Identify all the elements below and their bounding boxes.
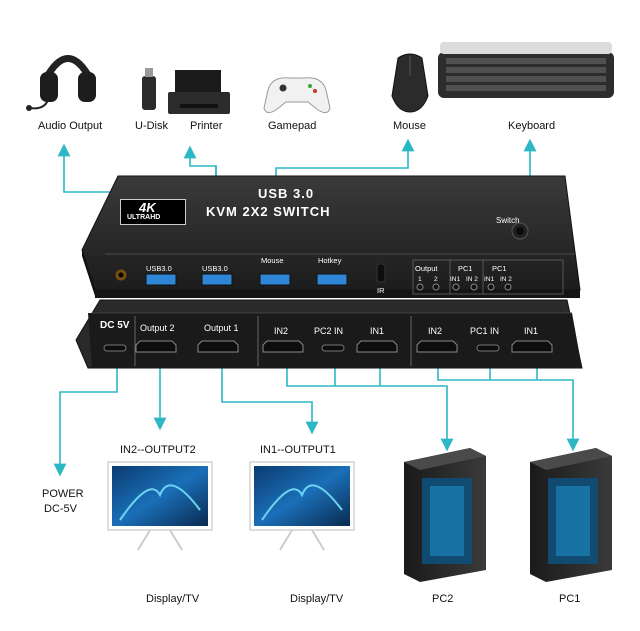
rear-in1-a-label: IN1 [370,326,385,336]
label-display2: Display/TV [290,593,344,605]
rear-pc2-in-label: PC2 IN [314,326,344,336]
pc1-b-in1-label: IN1 [484,276,495,283]
mouse-icon [391,53,429,113]
label-gamepad: Gamepad [268,120,317,132]
label-display1: Display/TV [146,593,200,605]
port-mouse-label: Mouse [261,256,284,265]
pc2-tower-icon [404,448,486,582]
label-pc1: PC1 [559,593,581,605]
printer-icon [168,70,230,114]
output-group-label: Output [415,264,438,273]
label-udisk: U-Disk [135,120,168,132]
rear-output2-label: Output 2 [140,323,175,333]
port-usb3-1-label: USB3.0 [146,264,172,273]
port-usb3-2-label: USB3.0 [202,264,228,273]
label-in1-output1: IN1--OUTPUT1 [260,444,336,456]
badge-4k: 4K ULTRAHD [120,199,186,225]
switch-title-line1: USB 3.0 [258,186,315,201]
rear-in2-a-label: IN2 [274,326,289,336]
switch-button-label: Switch [496,216,520,225]
rear-in1-b-label: IN1 [524,326,539,336]
monitor-1-icon [107,461,213,551]
label-audio-output: Audio Output [38,120,103,132]
pc1-a-in1-label: IN1 [450,276,461,283]
pc1-a-in2-label: IN 2 [466,276,478,283]
label-mouse: Mouse [393,120,427,132]
label-dc5v: DC-5V [44,503,78,515]
port-hotkey-label: Hotkey [318,256,342,265]
rear-pc1-in-label: PC1 IN [470,326,500,336]
udisk-icon [142,68,156,110]
rear-ports [103,316,553,366]
rear-dc-label: DC 5V [100,320,130,331]
top-front-ports [114,222,564,295]
label-power: POWER [42,488,84,500]
switch-top-unit [81,175,581,298]
gamepad-icon [263,77,331,114]
output-2-label: 2 [434,276,438,283]
label-printer: Printer [190,120,223,132]
pc1-tower-icon [530,448,612,582]
rear-output1-label: Output 1 [204,323,239,333]
switch-title-line2: KVM 2X2 SWITCH [206,204,331,219]
pc1-group-b-label: PC1 [492,264,507,273]
label-in2-output2: IN2--OUTPUT2 [120,444,196,456]
label-pc2: PC2 [432,593,454,605]
pc1-b-in2-label: IN 2 [500,276,512,283]
rear-in2-b-label: IN2 [428,326,443,336]
output-1-label: 1 [418,276,422,283]
label-keyboard: Keyboard [508,120,556,132]
monitor-2-icon [249,461,355,551]
pc1-group-a-label: PC1 [458,264,473,273]
port-ir-label: IR [377,286,385,295]
keyboard-icon [438,42,614,98]
headset-icon [26,55,96,111]
